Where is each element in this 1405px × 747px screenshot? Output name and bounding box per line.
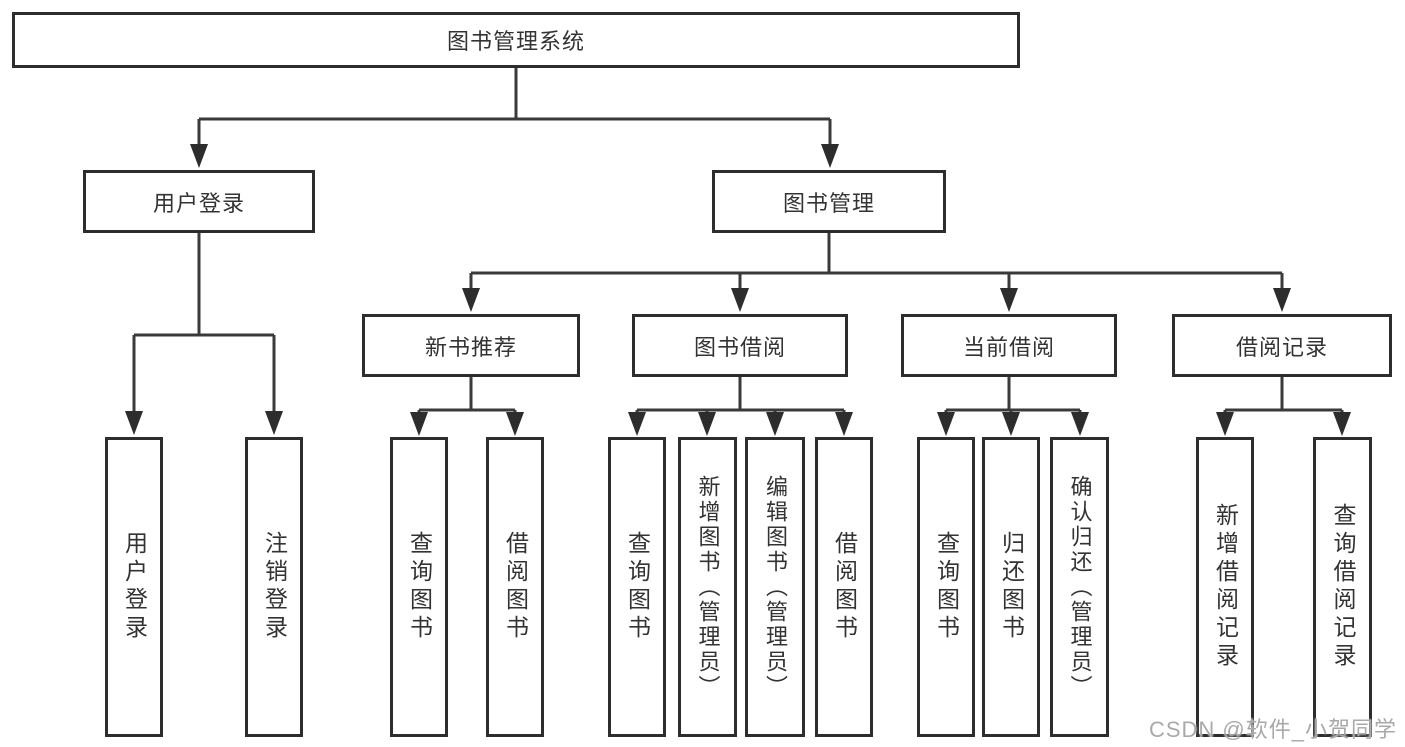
leaf-current-query-label: 查询图书 — [933, 531, 960, 643]
leaf-query-borrow-record: 查询借阅记录 — [1313, 437, 1372, 737]
leaf-newbook-borrow: 借阅图书 — [486, 437, 544, 737]
arrowheads — [125, 144, 1351, 436]
leaf-current-query: 查询图书 — [917, 437, 975, 737]
leaf-return-book-label: 归还图书 — [998, 531, 1025, 643]
leaf-add-borrow-record: 新增借阅记录 — [1196, 437, 1254, 737]
leaf-add-book-admin-label: 新增图书（管理员） — [695, 474, 721, 700]
node-user-login-label: 用户登录 — [152, 190, 245, 216]
node-current-borrow-label: 当前借阅 — [962, 334, 1055, 360]
leaf-edit-book-admin: 编辑图书（管理员） — [745, 437, 805, 737]
leaf-return-book: 归还图书 — [982, 437, 1040, 737]
leaf-edit-book-admin-label: 编辑图书（管理员） — [763, 474, 788, 700]
leaf-newbook-borrow-label: 借阅图书 — [502, 531, 529, 643]
leaf-borrow-query: 查询图书 — [608, 437, 666, 737]
leaf-add-book-admin: 新增图书（管理员） — [678, 437, 737, 737]
node-current-borrow: 当前借阅 — [901, 314, 1117, 377]
leaf-borrow-query-label: 查询图书 — [624, 531, 651, 643]
leaf-add-borrow-record-label: 新增借阅记录 — [1212, 503, 1239, 671]
node-book-management-label: 图书管理 — [782, 190, 875, 216]
leaf-confirm-return-admin: 确认归还（管理员） — [1050, 437, 1109, 737]
leaf-borrow-book-label: 借阅图书 — [831, 531, 858, 643]
leaf-newbook-query-label: 查询图书 — [406, 531, 433, 643]
node-book-borrow: 图书借阅 — [632, 314, 848, 377]
node-new-book-recommend: 新书推荐 — [362, 314, 580, 377]
leaf-logout-label: 注销登录 — [261, 531, 288, 643]
node-root-system: 图书管理系统 — [12, 12, 1020, 68]
node-borrow-records-label: 借阅记录 — [1235, 334, 1328, 360]
node-borrow-records: 借阅记录 — [1172, 314, 1392, 377]
node-new-book-recommend-label: 新书推荐 — [424, 334, 517, 360]
leaf-newbook-query: 查询图书 — [390, 437, 448, 737]
leaf-borrow-book: 借阅图书 — [815, 437, 873, 737]
leaf-query-borrow-record-label: 查询借阅记录 — [1330, 503, 1356, 671]
leaf-user-login: 用户登录 — [105, 437, 163, 737]
node-root-label: 图书管理系统 — [446, 29, 585, 54]
leaf-confirm-return-admin-label: 确认归还（管理员） — [1067, 474, 1093, 700]
node-book-borrow-label: 图书借阅 — [693, 334, 786, 360]
leaf-logout: 注销登录 — [245, 437, 303, 737]
csdn-watermark: CSDN @软件_小贺同学 — [1148, 717, 1397, 742]
node-user-login: 用户登录 — [83, 170, 315, 233]
leaf-user-login-label: 用户登录 — [121, 531, 148, 643]
node-book-management: 图书管理 — [712, 170, 946, 233]
